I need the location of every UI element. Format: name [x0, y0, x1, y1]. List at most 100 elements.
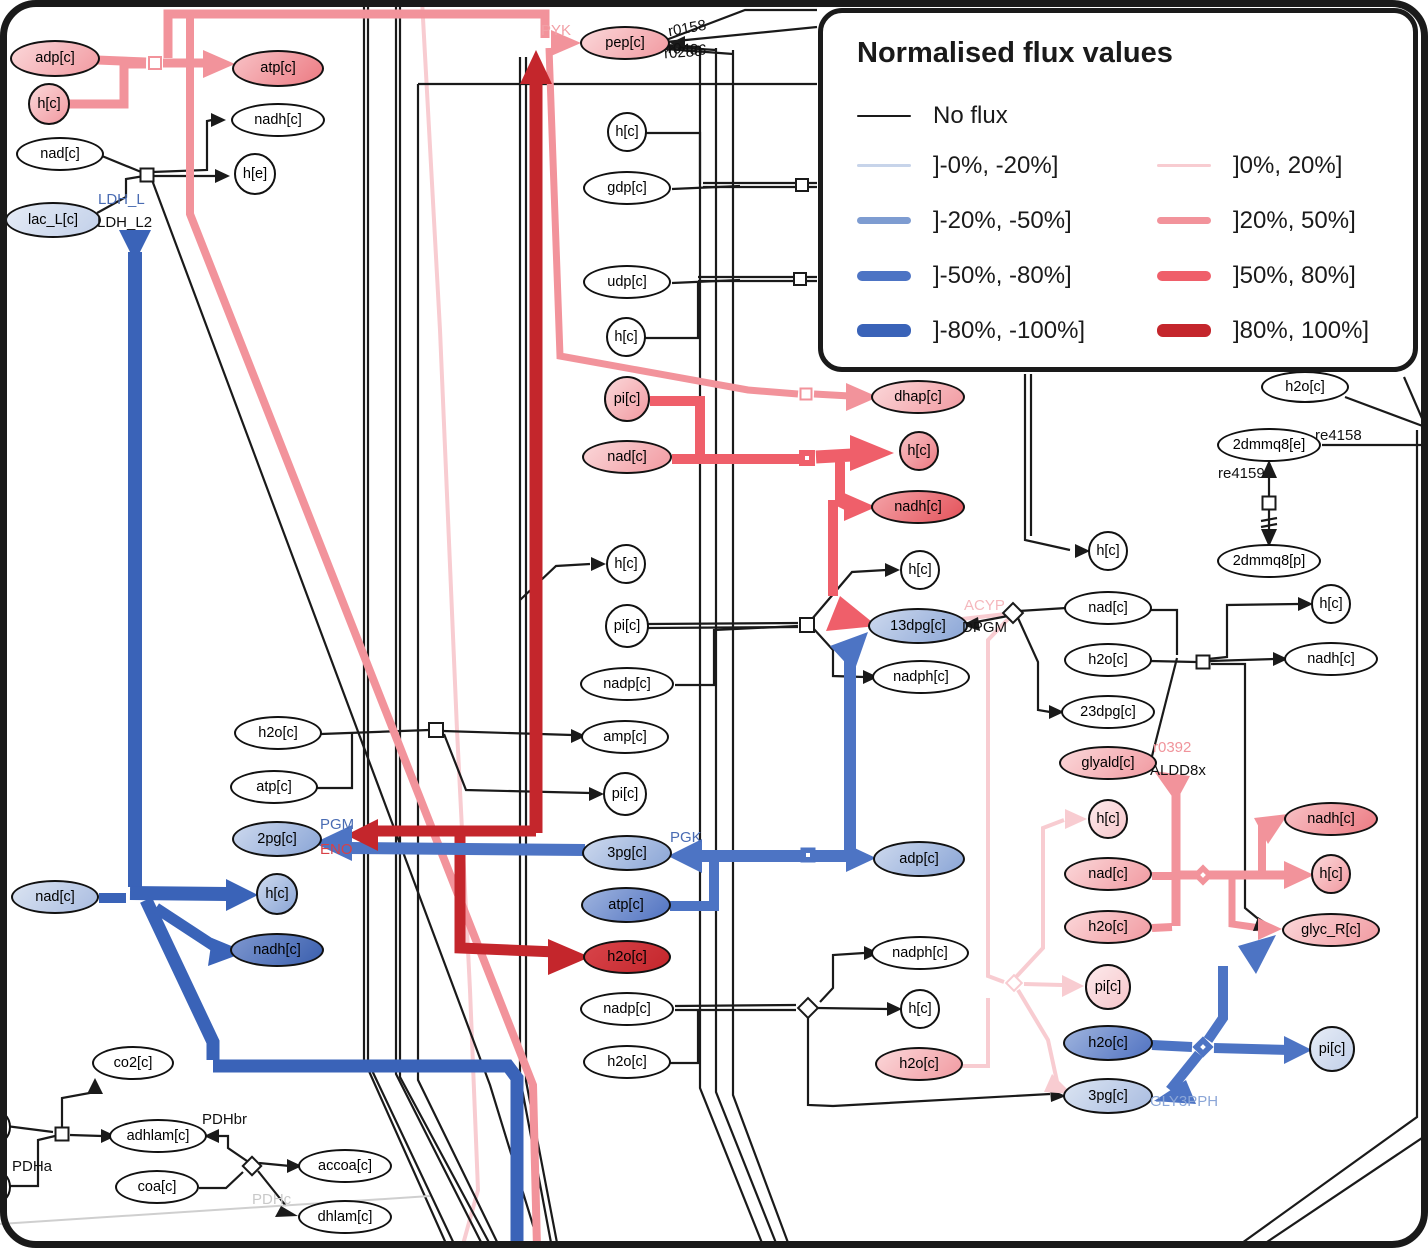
flux-edge-26	[665, 45, 717, 52]
metabolite-pi-m[interactable]: pi[c]	[604, 376, 650, 422]
metabolite-pi-blue[interactable]: pi[c]	[1309, 1026, 1355, 1072]
flux-arrowhead-8	[1075, 544, 1090, 558]
reaction-label-pgm[interactable]: PGM	[320, 816, 355, 833]
legend-swatch-pos-0	[1157, 164, 1211, 167]
metabolite-dmmq8e[interactable]: 2dmmq8[e]	[1217, 428, 1321, 462]
flux-edge-55	[1211, 662, 1263, 923]
metabolite-nad-r2[interactable]: nad[c]	[1064, 857, 1152, 891]
metabolite-adhlam[interactable]: adhlam[c]	[109, 1119, 207, 1153]
metabolite-h-3[interactable]: h[c]	[606, 544, 646, 584]
metabolite-h2o-r2[interactable]: h2o[c]	[1064, 910, 1152, 944]
metabolite-pg2[interactable]: 2pg[c]	[232, 821, 322, 857]
reaction-label-dpgm[interactable]: DPGM	[962, 619, 1007, 636]
metabolite-h2o-w2[interactable]: h2o[c]	[583, 1045, 671, 1079]
metabolite-nadph-2[interactable]: nadph[c]	[871, 936, 969, 970]
metabolite-glycr[interactable]: glyc_R[c]	[1282, 913, 1380, 947]
reaction-label-re4158[interactable]: re4158	[1315, 427, 1362, 444]
metabolite-nadp-2[interactable]: nadp[c]	[580, 992, 674, 1026]
metabolite-h-6[interactable]: h[c]	[1311, 584, 1351, 624]
reaction-label-gly3pph[interactable]: GLY3PPH	[1150, 1093, 1219, 1110]
reaction-label-aldd8x[interactable]: ALDD8x	[1150, 762, 1206, 779]
flux-arrowhead-13	[101, 1129, 116, 1143]
reaction-label-eno[interactable]: ENO	[320, 841, 353, 858]
metabolite-h-l[interactable]: h[c]	[256, 873, 298, 915]
metabolite-h-5[interactable]: h[c]	[1088, 531, 1128, 571]
metabolite-he-tl[interactable]: h[e]	[234, 153, 276, 195]
reaction-label-ldh-l2[interactable]: LDH_L2	[97, 214, 153, 231]
metabolite-nad-m[interactable]: nad[c]	[582, 440, 672, 474]
metabolite-dpg23[interactable]: 23dpg[c]	[1061, 695, 1155, 729]
metabolite-h-1[interactable]: h[c]	[607, 112, 647, 152]
metabolite-coa[interactable]: coa[c]	[115, 1170, 199, 1204]
metabolite-nadph-1[interactable]: nadph[c]	[872, 660, 970, 694]
flux-arrowhead-44	[1284, 861, 1314, 889]
flux-arrowhead-46	[1258, 918, 1282, 940]
reaction-label-pgk[interactable]: PGK	[670, 829, 702, 846]
metabolite-nadh-r1[interactable]: nadh[c]	[1284, 642, 1378, 676]
flux-arrowhead-22	[591, 557, 606, 571]
metabolite-nadh-r2[interactable]: nadh[c]	[1284, 802, 1378, 836]
metabolite-nad-r1[interactable]: nad[c]	[1064, 591, 1152, 625]
reaction-junction-16	[806, 853, 810, 857]
metabolite-pi-pink[interactable]: pi[c]	[1085, 964, 1131, 1010]
metabolite-nad-l[interactable]: nad[c]	[11, 880, 99, 914]
metabolite-nadh-m[interactable]: nadh[c]	[871, 490, 965, 524]
metabolite-h-4[interactable]: h[c]	[900, 550, 940, 590]
legend-swatch-neg-1	[857, 217, 911, 224]
metabolite-h2o-r1[interactable]: h2o[c]	[1064, 643, 1152, 677]
metabolite-pi-3[interactable]: pi[c]	[605, 604, 649, 648]
reaction-label-re4159[interactable]: re4159	[1218, 465, 1265, 482]
metabolite-h-7[interactable]: h[c]	[900, 989, 940, 1029]
metabolite-dhap[interactable]: dhap[c]	[871, 380, 965, 414]
metabolite-atp-c[interactable]: atp[c]	[581, 887, 671, 923]
flux-edge-61	[1260, 516, 1278, 523]
flux-edge-33	[645, 282, 700, 340]
metabolite-gdp[interactable]: gdp[c]	[583, 171, 671, 205]
metabolite-lacl[interactable]: lac_L[c]	[5, 202, 101, 238]
metabolite-h-r2[interactable]: h[c]	[1311, 854, 1351, 894]
metabolite-dmmq8p[interactable]: 2dmmq8[p]	[1217, 544, 1321, 578]
metabolite-nadh-l[interactable]: nadh[c]	[230, 933, 324, 967]
reaction-label-pdhbr[interactable]: PDHbr	[202, 1111, 248, 1128]
metabolite-atp-w1[interactable]: atp[c]	[230, 770, 318, 804]
metabolite-nad-tl[interactable]: nad[c]	[16, 137, 104, 171]
reaction-label-pdhc[interactable]: PDHc	[252, 1191, 292, 1208]
metabolite-pg3-br[interactable]: 3pg[c]	[1063, 1078, 1153, 1114]
legend-panel: Normalised flux values No flux ]-0%, -20…	[818, 8, 1418, 372]
metabolite-h2o-tr[interactable]: h2o[c]	[1261, 371, 1349, 403]
metabolite-h2o-red[interactable]: h2o[c]	[583, 940, 671, 974]
metabolite-h2o-w1[interactable]: h2o[c]	[234, 716, 322, 750]
metabolite-h-2[interactable]: h[c]	[606, 317, 646, 357]
reaction-junction-9	[241, 1155, 263, 1177]
metabolite-nadh-tl[interactable]: nadh[c]	[231, 103, 325, 137]
flux-edge-104	[670, 862, 719, 911]
metabolite-h-tl[interactable]: h[c]	[28, 83, 70, 125]
reaction-label-pyk[interactable]: PYK	[541, 22, 572, 39]
metabolite-accoa[interactable]: accoa[c]	[298, 1149, 392, 1183]
metabolite-adp-tl[interactable]: adp[c]	[10, 39, 100, 77]
metabolite-adp-c[interactable]: adp[c]	[873, 841, 965, 877]
metabolite-h2o-br[interactable]: h2o[c]	[1063, 1025, 1153, 1061]
metabolite-h-r1[interactable]: h[c]	[1088, 799, 1128, 839]
flux-edge-7	[101, 154, 147, 176]
reaction-label-acyp[interactable]: ACYP	[964, 597, 1005, 614]
metabolite-pi-4[interactable]: pi[c]	[603, 772, 647, 816]
metabolite-nadp-1[interactable]: nadp[c]	[580, 667, 674, 701]
reaction-label-r0280[interactable]: r0280	[663, 42, 703, 63]
metabolite-glyald[interactable]: glyald[c]	[1059, 746, 1157, 780]
reaction-label-ldh-l[interactable]: LDH_L	[98, 191, 145, 208]
metabolite-co2[interactable]: co2[c]	[92, 1046, 174, 1080]
metabolite-h-m[interactable]: h[c]	[899, 431, 939, 471]
flux-arrowhead-24	[203, 50, 235, 78]
metabolite-pg3-c[interactable]: 3pg[c]	[582, 835, 672, 871]
reaction-label-pdha[interactable]: PDHa	[12, 1158, 53, 1175]
flux-arrowhead-23	[670, 36, 685, 50]
metabolite-pep[interactable]: pep[c]	[580, 26, 670, 60]
metabolite-udp[interactable]: udp[c]	[583, 265, 671, 299]
reaction-label-r0392[interactable]: r0392	[1153, 739, 1192, 756]
metabolite-h2o-pink[interactable]: h2o[c]	[875, 1047, 963, 1081]
metabolite-amp[interactable]: amp[c]	[581, 720, 669, 754]
metabolite-atp-tl[interactable]: atp[c]	[232, 49, 324, 87]
metabolite-dpg13[interactable]: 13dpg[c]	[868, 608, 968, 644]
metabolite-dhlam[interactable]: dhlam[c]	[298, 1200, 392, 1234]
